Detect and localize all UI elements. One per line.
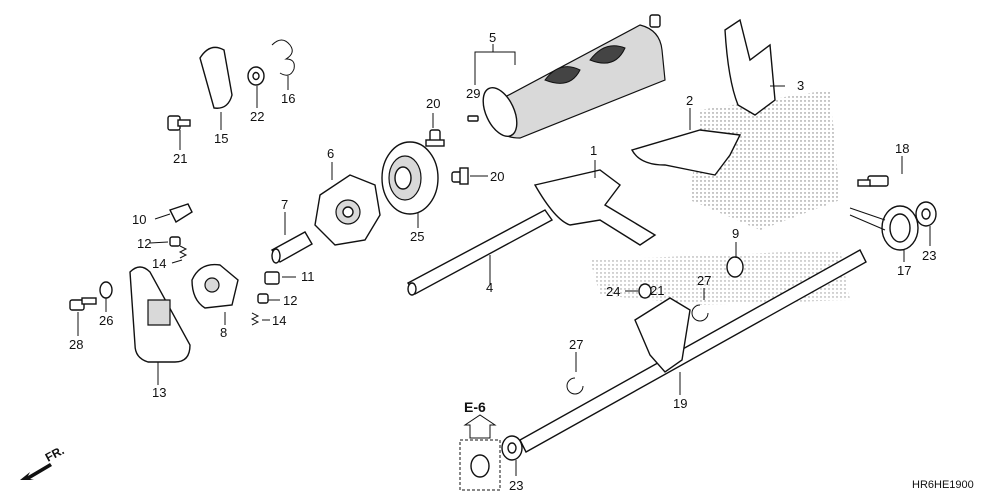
callout-18: 18 [895,141,909,156]
callout-10: 10 [132,212,146,227]
bolt-18[interactable] [857,175,889,187]
circlip-27b[interactable] [566,377,584,395]
callout-14b: 14 [272,313,286,328]
callout-1: 1 [590,143,597,158]
stopper-arm-8[interactable] [191,263,239,309]
reference-label[interactable]: E-6 [464,399,486,415]
shift-drum[interactable] [476,14,666,141]
spring-14a[interactable] [178,245,188,259]
callout-4: 4 [486,280,493,295]
spring-14b[interactable] [250,312,260,326]
washer-22[interactable] [247,66,265,86]
clip-24[interactable] [638,283,652,299]
spring-17[interactable] [849,205,919,251]
callout-20a: 20 [426,96,440,111]
collar-11[interactable] [264,271,280,285]
callout-5: 5 [489,30,496,45]
callout-26: 26 [99,313,113,328]
stopper-pin-7[interactable] [270,231,313,264]
callout-15: 15 [214,131,228,146]
callout-12a: 12 [137,236,151,251]
callout-16: 16 [281,91,295,106]
callout-12b: 12 [283,293,297,308]
collar-9[interactable] [726,256,744,278]
callout-19: 19 [673,396,687,411]
shading-region-upper [690,90,840,230]
stopper-10[interactable] [169,203,193,224]
callout-20b: 20 [490,169,504,184]
bolt-28[interactable] [69,297,97,311]
bolt-21a[interactable] [167,115,191,131]
shift-fork-3[interactable] [724,18,776,116]
callout-8: 8 [220,325,227,340]
callout-27a: 27 [697,273,711,288]
callout-29: 29 [466,86,480,101]
plate-15[interactable] [199,46,233,109]
shift-fork-1[interactable] [533,169,657,246]
pin-29[interactable] [467,115,479,122]
collar-12a[interactable] [169,236,181,247]
collar-26[interactable] [99,281,113,299]
callout-9: 9 [732,226,739,241]
gearshift-spindle-19[interactable] [519,249,867,453]
plate-13[interactable] [129,266,191,363]
front-arrow-icon [20,463,52,480]
spring-16[interactable] [271,39,295,76]
callout-23b: 23 [509,478,523,493]
washer-23b[interactable] [501,435,523,461]
callout-24: 24 [606,284,620,299]
callout-13: 13 [152,385,166,400]
callout-11: 11 [301,269,315,284]
circlip-27a[interactable] [691,304,709,322]
bolt-20b[interactable] [451,167,469,185]
callout-17: 17 [897,263,911,278]
callout-22: 22 [250,109,264,124]
callout-21a: 21 [173,151,187,166]
callout-21b: 21 [650,283,664,298]
callout-25: 25 [410,229,424,244]
callout-7: 7 [281,197,288,212]
bolt-20a[interactable] [425,129,445,147]
callout-14a: 14 [152,256,166,271]
diagram-code: HR6HE1900 [912,479,974,491]
callout-2: 2 [686,93,693,108]
callout-3: 3 [797,78,804,93]
drum-center-6[interactable] [314,174,381,246]
leader-lines [77,44,931,476]
bearing-25[interactable] [381,141,439,215]
front-label: FR. [43,443,67,464]
reference-box [459,414,501,491]
up-arrow-icon [463,414,497,439]
callout-23a: 23 [922,248,936,263]
callout-27b: 27 [569,337,583,352]
fork-shaft-4[interactable] [407,209,554,296]
washer-23a[interactable] [915,201,937,227]
callout-28: 28 [69,337,83,352]
shift-fork-2[interactable] [630,129,742,176]
collar-12b[interactable] [257,293,269,304]
callout-6: 6 [327,146,334,161]
